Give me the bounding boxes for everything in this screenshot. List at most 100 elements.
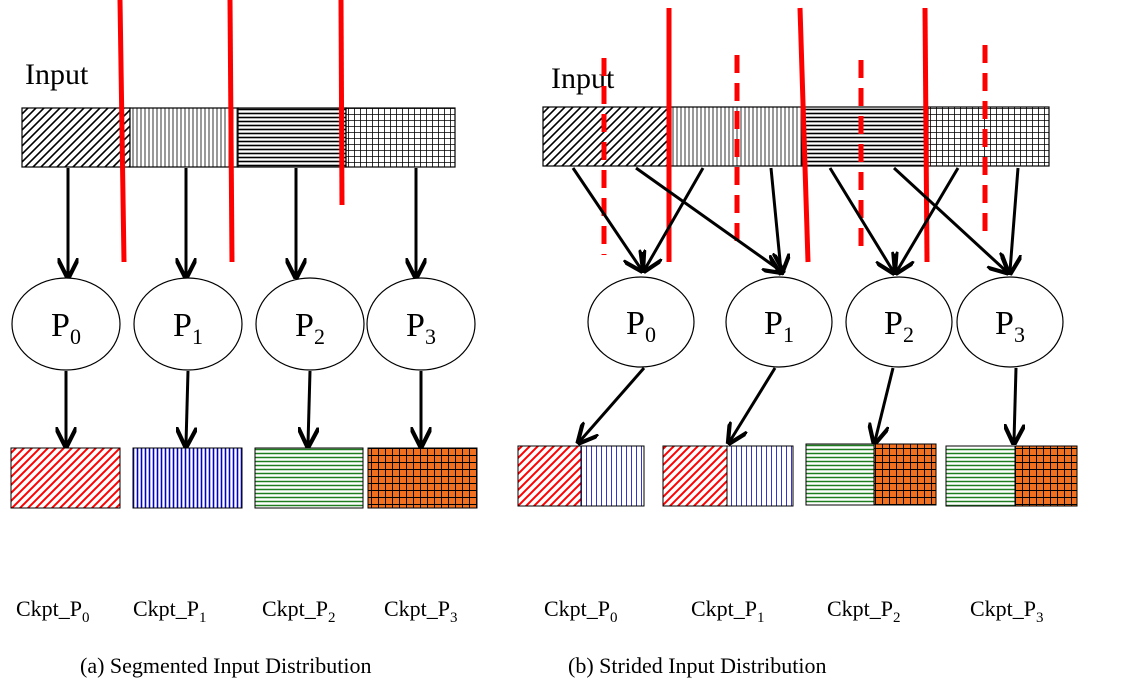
process-label: P [995, 305, 1014, 342]
input-segment-a1 [129, 107, 239, 168]
checkpoint-block-a3 [367, 447, 478, 509]
process-subscript: 0 [645, 322, 656, 347]
input-segment-b3 [927, 106, 1050, 167]
svg-text:P1: P1 [764, 305, 794, 347]
ckpt-label: Ckpt_P [544, 596, 610, 621]
ckpt-label: Ckpt_P [970, 596, 1036, 621]
checkpoint-blocks-a [10, 447, 478, 509]
input-arrows-b [571, 166, 1018, 271]
arrow-seg6-to-p2-b [897, 167, 960, 271]
process-subscript: 1 [192, 324, 203, 349]
arrow-p1-to-ckpt-a [186, 370, 188, 444]
svg-text:Ckpt_P2: Ckpt_P2 [827, 596, 901, 626]
input-segment-b2 [801, 106, 929, 167]
checkpoint-block-b3 [945, 445, 1078, 507]
ckpt-label: Ckpt_P [691, 596, 757, 621]
partition-line-a1 [117, 0, 127, 263]
input-bar-a [21, 107, 456, 168]
ckpt-subscript: 3 [450, 610, 458, 626]
arrow-p2-to-ckpt-a [308, 370, 310, 444]
ckpt-subscript: 2 [893, 610, 901, 626]
arrow-seg2-to-p0-b [645, 167, 705, 269]
svg-text:Ckpt_P2: Ckpt_P2 [262, 596, 336, 626]
input-arrows-a [68, 168, 416, 275]
process-node-b2: P2 [845, 276, 953, 368]
svg-text:P3: P3 [406, 307, 436, 349]
arrow-seg4-to-p2-b [828, 167, 893, 271]
process-node-a2: P2 [255, 277, 365, 371]
ckpt-subscript: 3 [1036, 610, 1044, 626]
process-subscript: 3 [1014, 322, 1025, 347]
process-label: P [173, 307, 192, 344]
svg-text:P2: P2 [295, 307, 325, 349]
process-node-b1: P1 [725, 276, 833, 368]
svg-text:Ckpt_P3: Ckpt_P3 [384, 596, 458, 626]
partition-line-a2 [227, 0, 235, 263]
process-label: P [884, 305, 903, 342]
ckpt-label: Ckpt_P [384, 596, 450, 621]
output-arrows-b [580, 367, 1016, 441]
process-subscript: 2 [314, 324, 325, 349]
ckpt-label: Ckpt_P [16, 596, 82, 621]
process-node-a1: P1 [133, 277, 243, 371]
arrow-seg3-to-p1-b [771, 167, 781, 271]
arrow-seg5-to-p3-b [892, 166, 1006, 271]
arrow-p2-to-ckpt-b [875, 367, 895, 441]
partition-line-a3 [338, 0, 345, 206]
caption-a: (a) Segmented Input Distribution [80, 653, 371, 678]
input-segment-a0 [21, 107, 131, 168]
checkpoint-block-b2 [805, 443, 937, 506]
process-label: P [295, 307, 314, 344]
arrow-seg1-to-p1-b [635, 166, 781, 271]
checkpoint-labels-a: Ckpt_P0 Ckpt_P1 Ckpt_P2 Ckpt_P3 [16, 596, 458, 626]
svg-text:Ckpt_P1: Ckpt_P1 [133, 596, 207, 626]
svg-text:P2: P2 [884, 305, 914, 347]
svg-text:P3: P3 [995, 305, 1025, 347]
process-node-b3: P3 [956, 276, 1064, 368]
arrow-p1-to-ckpt-b [730, 367, 777, 441]
process-subscript: 1 [783, 322, 794, 347]
checkpoint-block-b0 [517, 445, 645, 507]
process-subscript: 0 [70, 324, 81, 349]
process-node-a3: P3 [366, 277, 476, 371]
process-nodes-b: P0 P1 P2 P3 [587, 276, 1064, 368]
svg-text:Ckpt_P1: Ckpt_P1 [691, 596, 765, 626]
input-segment-a2 [237, 107, 347, 168]
svg-text:Ckpt_P3: Ckpt_P3 [970, 596, 1044, 626]
checkpoint-blocks-b [517, 443, 1078, 507]
ckpt-subscript: 1 [199, 610, 207, 626]
svg-text:P0: P0 [51, 307, 81, 349]
ckpt-label: Ckpt_P [827, 596, 893, 621]
input-segment-a3 [345, 107, 456, 168]
panel-b: Input [517, 7, 1078, 678]
output-arrows-a [66, 370, 421, 444]
checkpoint-block-a1 [132, 447, 243, 509]
ckpt-label: Ckpt_P [262, 596, 328, 621]
input-label-a: Input [25, 58, 89, 91]
panel-a: Input P0 P1 [10, 0, 478, 678]
arrow-seg7-to-p3-b [1010, 167, 1018, 271]
ckpt-subscript: 0 [610, 610, 618, 626]
checkpoint-labels-b: Ckpt_P0 Ckpt_P1 Ckpt_P2 Ckpt_P3 [544, 596, 1044, 626]
svg-text:P0: P0 [626, 305, 656, 347]
partition-lines-a [117, 0, 345, 263]
process-nodes-a: P0 P1 P2 P3 [11, 277, 476, 371]
process-label: P [764, 305, 783, 342]
process-label: P [51, 307, 70, 344]
checkpoint-block-a2 [254, 447, 364, 509]
process-node-b0: P0 [587, 276, 695, 368]
partition-lines-b-dashed [601, 45, 988, 255]
caption-b: (b) Strided Input Distribution [568, 653, 826, 678]
arrow-seg0-to-p0-b [571, 167, 641, 269]
process-label: P [406, 307, 425, 344]
ckpt-subscript: 1 [757, 610, 765, 626]
checkpoint-block-b1 [662, 445, 794, 507]
input-segment-b0 [542, 106, 672, 167]
arrow-p3-to-ckpt-b [1014, 367, 1016, 441]
ckpt-subscript: 2 [328, 610, 336, 626]
ckpt-label: Ckpt_P [133, 596, 199, 621]
process-subscript: 2 [903, 322, 914, 347]
process-label: P [626, 305, 645, 342]
checkpoint-block-a0 [10, 447, 121, 509]
